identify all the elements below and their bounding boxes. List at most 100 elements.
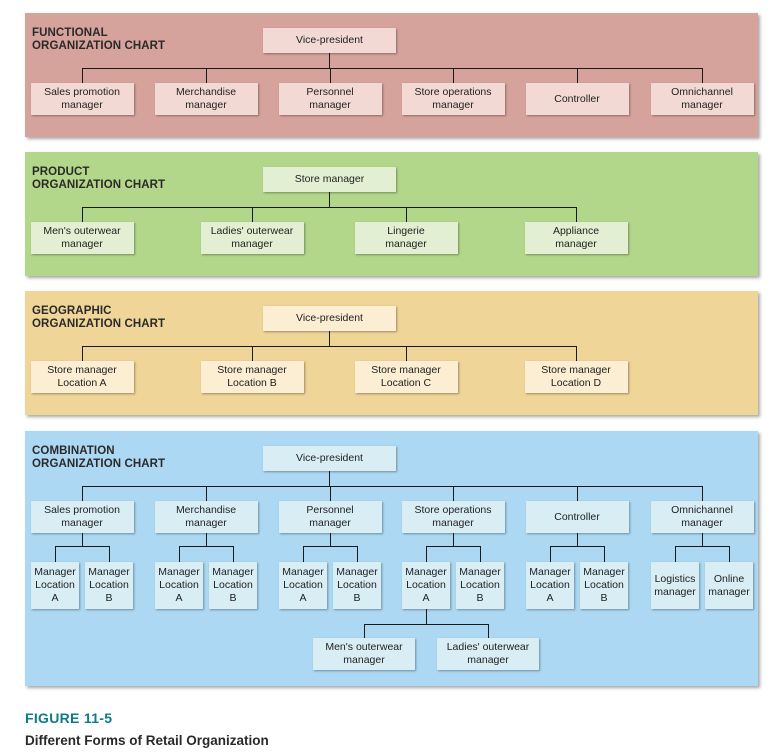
box-label-line: Manager <box>336 566 378 578</box>
connector-line <box>179 546 234 547</box>
connector-line <box>206 486 207 501</box>
box-label-line: Lingerie <box>387 225 425 237</box>
connector-line <box>252 207 253 222</box>
box-label-line: Location <box>584 579 624 591</box>
box-label-line: Merchandise <box>175 86 237 98</box>
connector-line <box>364 624 365 638</box>
connector-line <box>702 533 703 546</box>
box-label-line: Location <box>460 579 500 591</box>
connector-line <box>330 486 331 501</box>
title-line: COMBINATION <box>32 445 115 457</box>
connector-line <box>426 546 427 562</box>
box-label-line: Omnichannel <box>671 504 733 516</box>
box-label-line: manager <box>61 238 103 250</box>
connector-line <box>488 624 489 638</box>
title-line: ORGANIZATION CHART <box>32 179 166 191</box>
box-label-line: Men's outerwear <box>43 225 121 237</box>
box-label-line: B <box>229 592 237 604</box>
position-box: Controller <box>525 501 629 533</box>
box-label-line: Controller <box>554 510 600 523</box>
box-label-line: manager <box>61 99 103 111</box>
box-label-line: Personnel <box>306 86 354 98</box>
box-label-line: Personnel <box>306 504 354 516</box>
box-label-line: Logistics <box>654 572 696 585</box>
box-label-line: manager <box>467 654 509 666</box>
figure-number: FIGURE 11-5 <box>25 710 113 726</box>
box-label-line: A <box>51 592 59 604</box>
title-line: GEOGRAPHIC <box>32 305 112 317</box>
top-position-box: Vice-president <box>263 446 396 471</box>
connector-line <box>82 486 83 501</box>
connector-line <box>329 192 330 207</box>
connector-line <box>330 533 331 546</box>
box-label-line: Online <box>713 572 745 585</box>
box-label-line: manager <box>309 517 351 529</box>
box-label-line: manager <box>654 585 696 598</box>
box-label: Controller <box>554 93 600 106</box>
box-label-line: manager <box>681 517 723 529</box>
connector-line <box>426 546 481 547</box>
connector-line <box>303 546 358 547</box>
connector-line <box>329 53 330 68</box>
top-position-box: Store manager <box>263 167 396 192</box>
connector-line <box>55 546 56 562</box>
box-label-line: Sales promotion <box>44 86 120 98</box>
connector-line <box>406 207 407 222</box>
box-label-line: manager <box>185 517 227 529</box>
connector-line <box>453 68 454 83</box>
box-label-line: Manager <box>158 566 200 578</box>
connector-line <box>675 546 676 562</box>
connector-line <box>82 207 577 208</box>
box-label-line: manager <box>185 99 227 111</box>
box-label-line: Location B <box>227 377 277 389</box>
connector-line <box>426 609 427 624</box>
title-line: ORGANIZATION CHART <box>32 40 166 52</box>
box-label-line: A <box>299 592 307 604</box>
box-label-line: Omnichannel <box>671 86 733 98</box>
connector-line <box>577 533 578 546</box>
box-label-line: manager <box>432 99 474 111</box>
box-label-line: Controller <box>554 92 600 105</box>
connector-line <box>179 546 180 562</box>
connector-line <box>577 486 578 501</box>
title-line: PRODUCT <box>32 166 90 178</box>
connector-line <box>82 68 703 69</box>
connector-line <box>109 546 110 562</box>
box-label-line: Location <box>283 579 323 591</box>
box-label-line: A <box>175 592 183 604</box>
connector-line <box>702 68 703 83</box>
connector-line <box>576 207 577 222</box>
connector-line <box>233 546 234 562</box>
connector-line <box>604 546 605 562</box>
